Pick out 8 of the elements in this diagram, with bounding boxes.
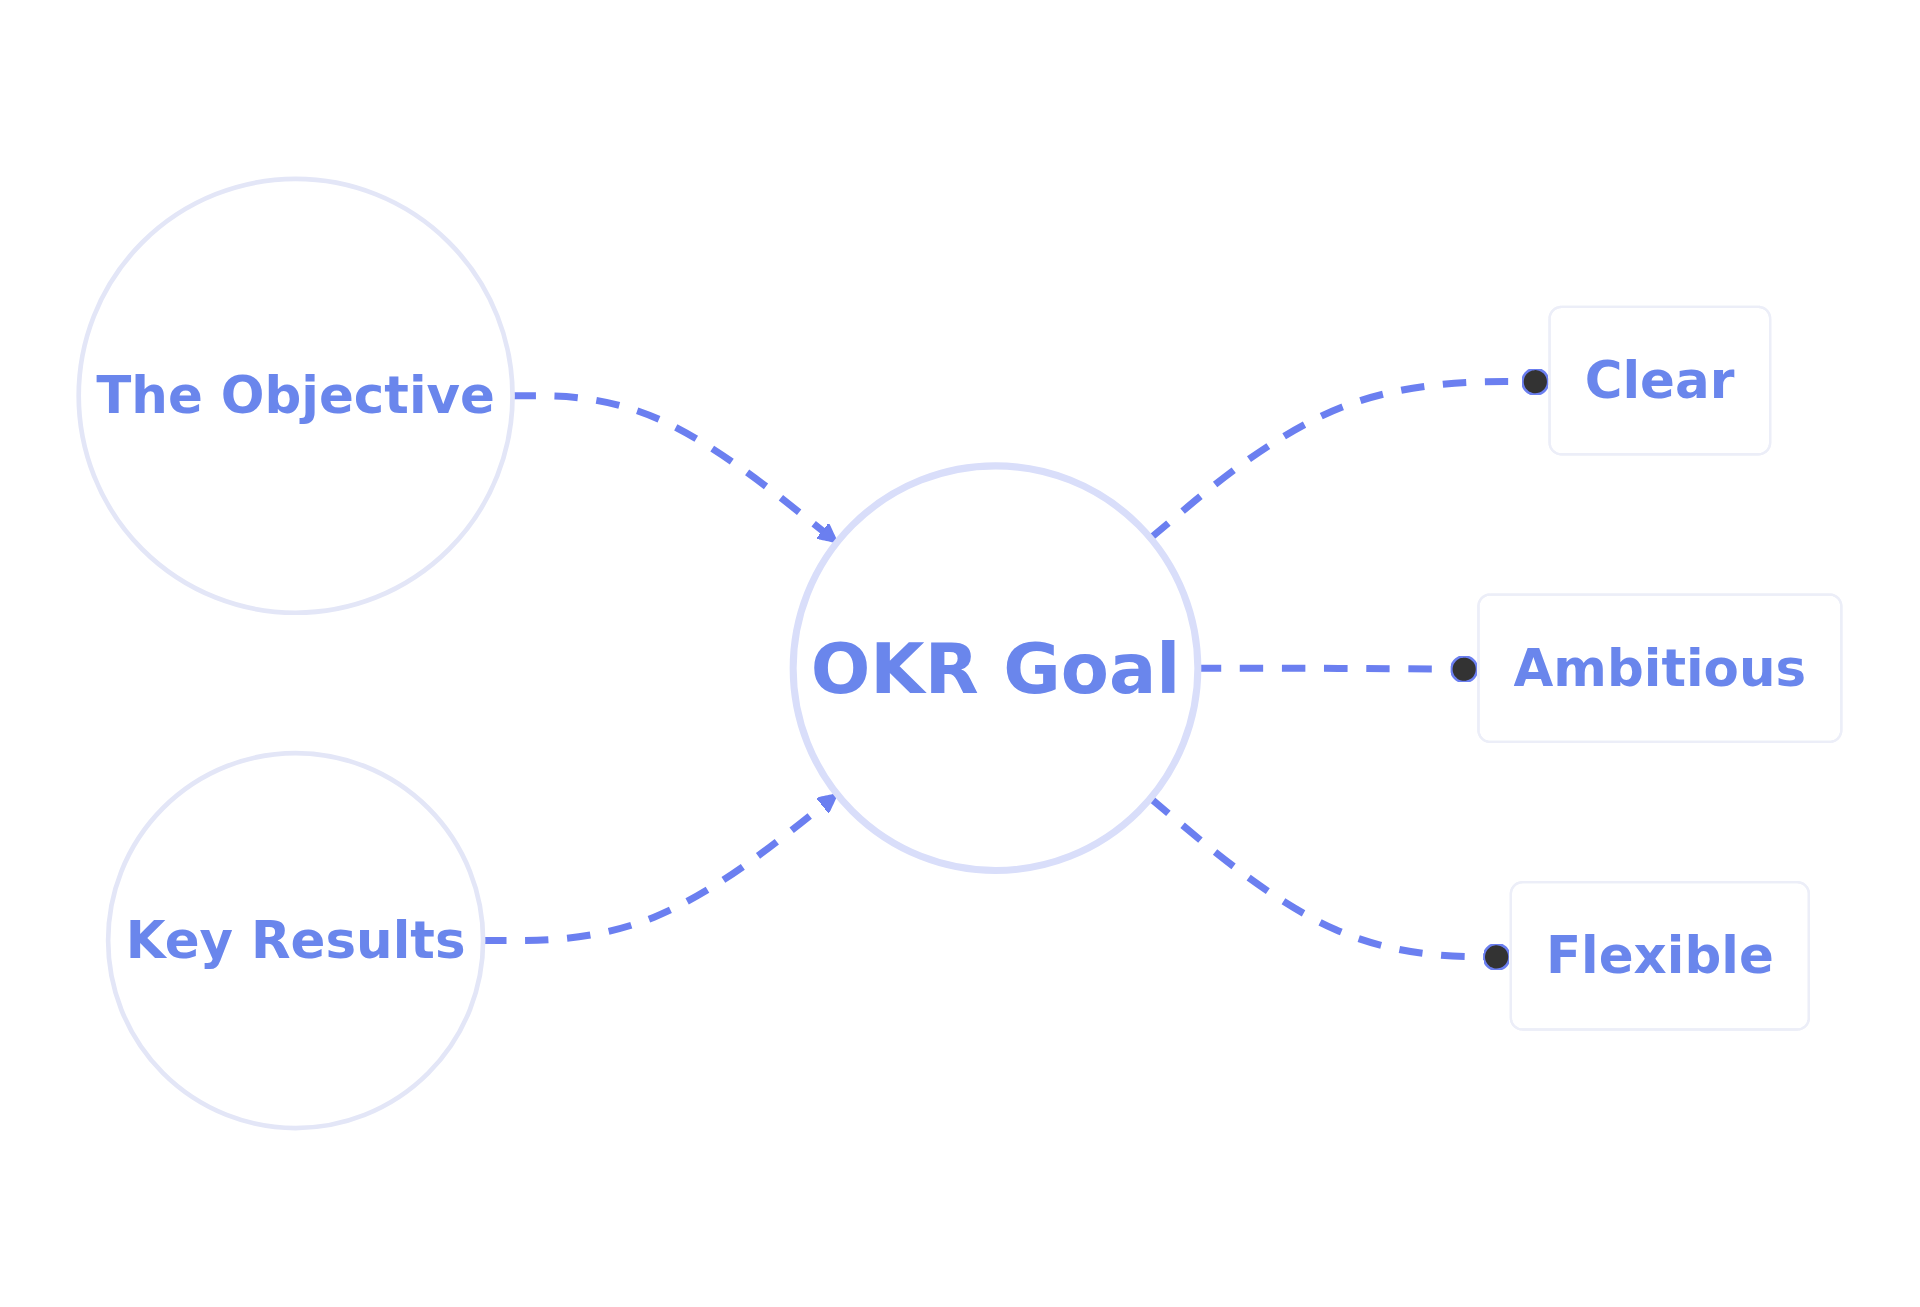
node-text: Clear [1584,351,1736,410]
arrow [483,793,839,945]
node-text: Flexible [1545,926,1774,986]
node-text: Ambitious [1513,638,1807,698]
node-circle: The Objective [76,176,515,616]
node-circle: OKR Goal [789,462,1202,875]
arrow [512,392,839,544]
node-circle: Key Results [105,750,486,1131]
